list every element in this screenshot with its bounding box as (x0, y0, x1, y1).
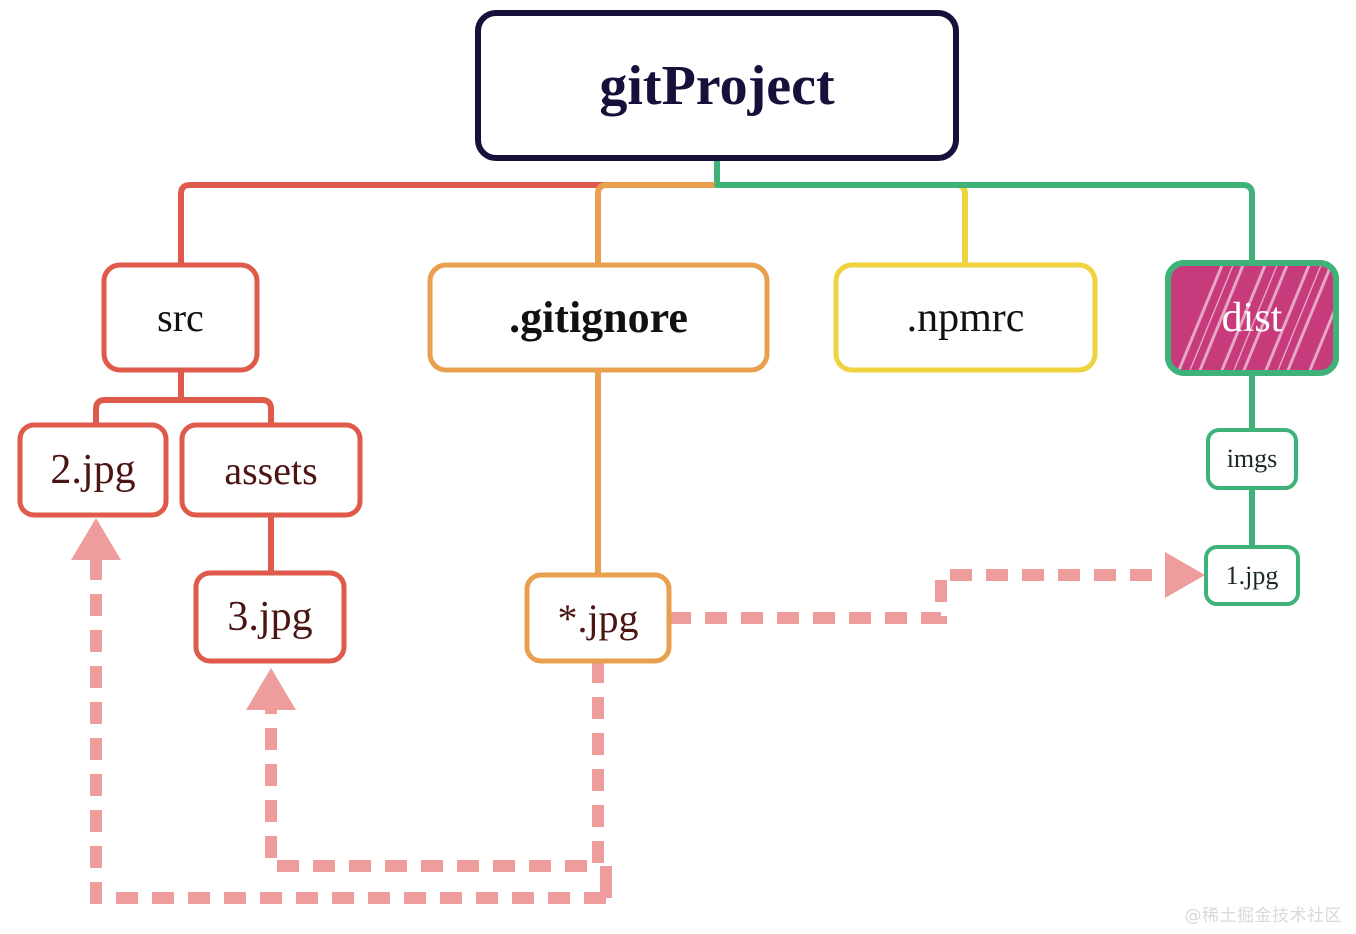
node-box-assets[interactable] (179, 422, 363, 518)
edge-root-to-src (178, 182, 720, 268)
edge-root-to-npmrc (714, 182, 968, 268)
arrowhead-to-2jpg (71, 518, 121, 560)
scribble-highlight (1173, 263, 1336, 373)
arrowhead-to-1jpg (1165, 552, 1205, 598)
node-box-2jpg[interactable] (17, 422, 169, 518)
arrowhead-to-3jpg (246, 668, 296, 710)
node-box-src[interactable] (101, 262, 260, 373)
node-box-gitignore[interactable] (427, 262, 770, 373)
watermark: @稀土掘金技术社区 (1184, 906, 1342, 926)
dashed-edge-starjpg-to-3jpg (265, 661, 604, 872)
dashed-edge-starjpg-to-1jpg (669, 569, 1192, 624)
edge-src-to-assets (178, 397, 274, 428)
node-box-3jpg[interactable] (193, 570, 347, 664)
node-box-imgs[interactable] (1206, 428, 1298, 490)
node-box-dist[interactable] (1165, 258, 1356, 380)
edge-root-to-gitignore (595, 182, 720, 268)
dashed-edge-starjpg-to-2jpg (90, 548, 606, 904)
node-box-root[interactable] (475, 10, 959, 161)
edge-root-to-dist (714, 182, 1255, 271)
node-box-1jpg[interactable] (1204, 545, 1300, 606)
node-box-starjpg[interactable] (524, 572, 672, 664)
edge-src-to-2jpg (93, 397, 184, 428)
node-box-npmrc[interactable] (833, 262, 1098, 373)
